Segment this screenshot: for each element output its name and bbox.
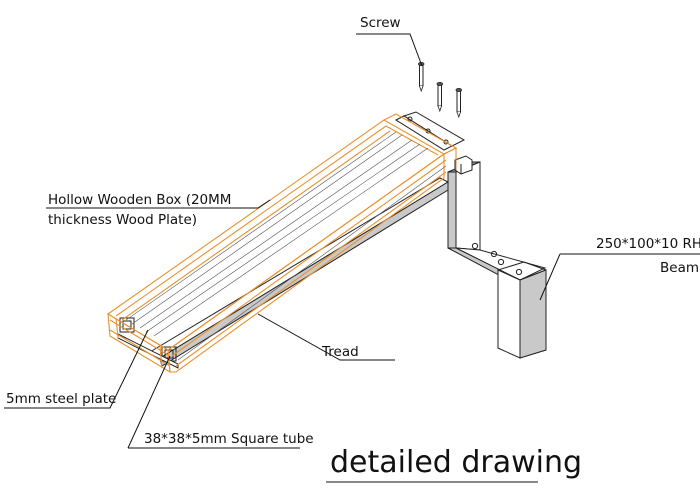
wooden-tread xyxy=(106,113,458,374)
label-hollow-box-line2: thickness Wood Plate) xyxy=(48,212,197,228)
drawing-title: detailed drawing xyxy=(330,445,582,480)
screw-3 xyxy=(455,88,462,119)
label-square-tube: 38*38*5mm Square tube xyxy=(144,431,314,447)
labels: Screw Hollow Wooden Box (20MM thickness … xyxy=(6,15,700,480)
label-rhs-line2: Beam xyxy=(660,260,699,276)
screw-1 xyxy=(418,62,425,93)
label-hollow-box-line1: Hollow Wooden Box (20MM xyxy=(48,192,231,208)
rhs-beam xyxy=(447,155,547,359)
label-rhs-line1: 250*100*10 RHS xyxy=(596,236,700,252)
square-tube-frame xyxy=(117,111,466,369)
label-steel-plate: 5mm steel plate xyxy=(6,391,116,407)
screw-2 xyxy=(436,82,443,113)
label-screw: Screw xyxy=(360,15,401,31)
leader-lines xyxy=(4,33,700,483)
screws xyxy=(418,62,462,119)
label-tread: Tread xyxy=(321,344,359,360)
